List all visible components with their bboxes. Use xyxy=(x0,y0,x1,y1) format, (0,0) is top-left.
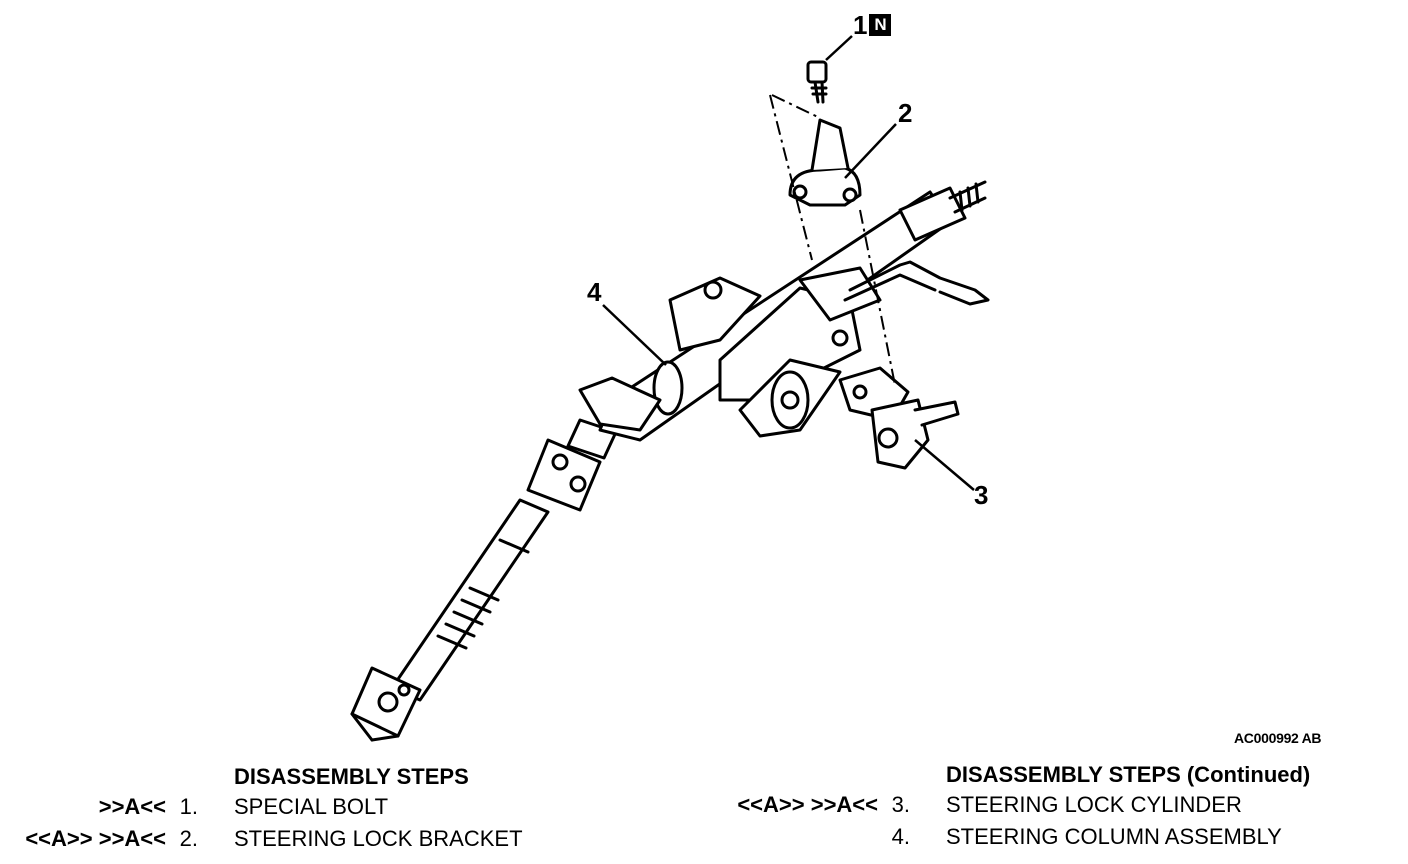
intermediate-shaft xyxy=(390,498,550,702)
step-number: 4. xyxy=(891,824,910,849)
step-number: 1. xyxy=(179,794,198,819)
step-number: 2. xyxy=(179,826,198,851)
steps-heading-left: DISASSEMBLY STEPS xyxy=(234,764,469,789)
lower-universal-joint xyxy=(350,666,422,742)
column-bracket xyxy=(578,266,882,438)
step-text: STEERING LOCK BRACKET xyxy=(234,826,523,851)
figure-code: AC000992 AB xyxy=(1234,730,1322,746)
step-text: STEERING LOCK CYLINDER xyxy=(946,792,1242,817)
callout-4: 4 xyxy=(587,277,602,307)
non-reusable-badge: N xyxy=(869,14,892,36)
upper-universal-joint xyxy=(526,418,618,512)
step-ref: <<A>> >>A<< xyxy=(25,826,166,851)
callout-3: 3 xyxy=(974,480,989,510)
step-row: 4. STEERING COLUMN ASSEMBLY xyxy=(700,824,1408,852)
callout-2: 2 xyxy=(898,98,913,128)
steps-heading-right: DISASSEMBLY STEPS (Continued) xyxy=(946,762,1311,787)
steering-lock-cylinder xyxy=(838,366,960,470)
tilt-lever xyxy=(843,260,990,306)
step-text: STEERING COLUMN ASSEMBLY xyxy=(946,824,1282,849)
step-text: SPECIAL BOLT xyxy=(234,794,389,819)
step-number: 3. xyxy=(891,792,910,817)
steering-lock-bracket xyxy=(788,118,862,207)
step-ref: >>A<< xyxy=(98,794,166,819)
step-row: <<A>> >>A<< 2. STEERING LOCK BRACKET xyxy=(0,826,700,854)
callout-1-label: 1 xyxy=(853,10,868,40)
step-row: <<A>> >>A<< 3. STEERING LOCK CYLINDER xyxy=(700,792,1408,820)
assembly-guide-lines xyxy=(769,94,896,386)
disassembly-steps-left: DISASSEMBLY STEPS >>A<< 1. SPECIAL BOLT … xyxy=(0,760,700,864)
disassembly-steps-right: DISASSEMBLY STEPS (Continued) <<A>> >>A<… xyxy=(700,760,1408,864)
steering-column-exploded-view xyxy=(350,35,990,742)
leader-lines xyxy=(602,35,975,491)
step-ref: <<A>> >>A<< xyxy=(737,792,878,817)
special-bolt xyxy=(806,60,828,104)
step-row: >>A<< 1. SPECIAL BOLT xyxy=(0,794,700,822)
